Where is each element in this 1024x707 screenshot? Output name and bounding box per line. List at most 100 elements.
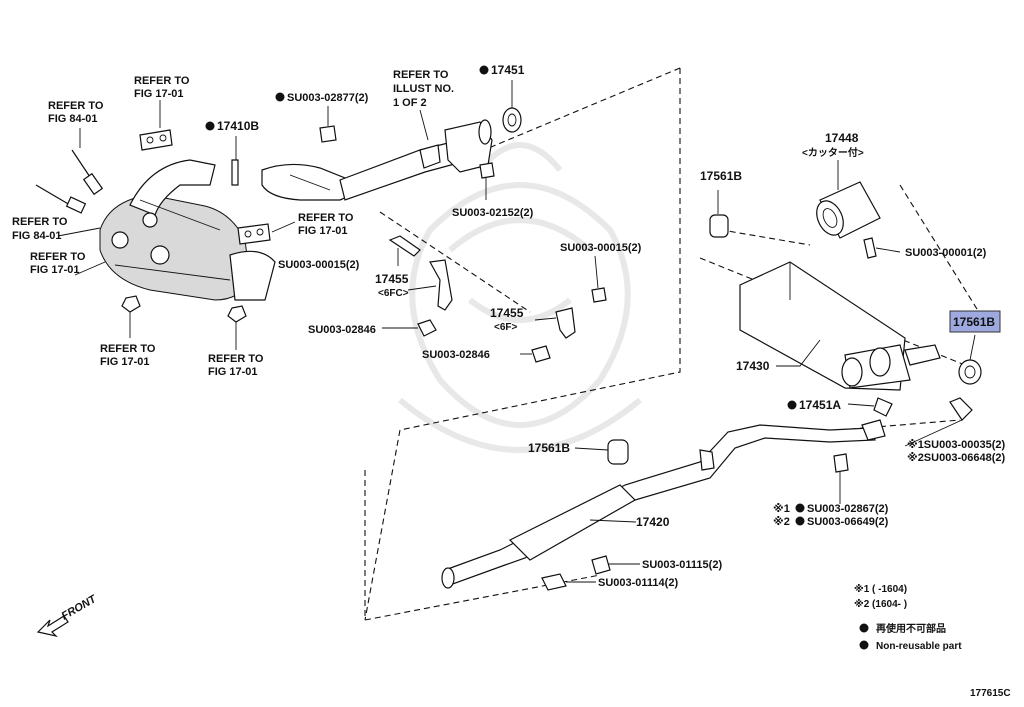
part-number-17455-6f: 17455 [490,306,524,320]
svg-text:REFER TO: REFER TO [12,216,68,228]
refer-fig17-bottom-left-label: REFER TO FIG 17-01 [100,343,156,368]
svg-text:REFER TO: REFER TO [393,69,449,81]
oxygen-sensor-lower [35,184,87,214]
part-number-su003-00015-a: SU003-00015(2) [278,259,360,271]
nut-su003-02877 [319,125,337,143]
legend-range-1: ※1 ( -1604) [854,583,907,595]
bolt-su003-02846-a [417,319,437,337]
hanger-17561B-lower [607,439,629,465]
part-number-su003-01115: SU003-01115(2) [642,559,722,571]
part-number-su003-02152: SU003-02152(2) [452,207,534,219]
legend-range-2: ※2 (1604- ) [854,598,907,610]
refer-fig17-bottom-right-label: REFER TO FIG 17-01 [208,353,264,378]
exhaust-manifold [99,159,276,301]
svg-text:FIG 84-01: FIG 84-01 [48,113,98,125]
front-exhaust-pipe-with-converter [261,119,493,201]
part-number-17451A: 17451A [799,398,841,412]
nut-su003-02867 [833,453,849,473]
svg-text:REFER TO: REFER TO [48,100,104,112]
bracket-17455-6f [555,307,576,339]
part-number-17420: 17420 [636,515,670,529]
part-number-17561B-highlighted: 17561B [953,315,995,329]
bolt-su003-00015-a [388,235,421,257]
part-number-su003-02846-b: SU003-02846 [422,349,490,361]
part-variant-6f: <6F> [494,322,518,333]
part-number-su003-06648: ※2SU003-06648(2) [907,452,1005,464]
refer-fig17-right-label: REFER TO FIG 17-01 [298,212,354,237]
svg-text:REFER TO: REFER TO [100,343,156,355]
svg-text:ILLUST NO.: ILLUST NO. [393,83,454,95]
part-number-su003-01114: SU003-01114(2) [598,577,678,589]
bolt-su003-00001 [863,237,877,259]
front-direction-arrow: FRONT [36,593,100,638]
main-muffler-17430 [739,261,941,391]
part-number-su003-00001: SU003-00001(2) [905,247,987,259]
nonreusable-dot-17451 [479,65,489,75]
refer-illust-label: REFER TO ILLUST NO. 1 OF 2 [393,69,454,109]
bolt-su003-02846-b [531,345,551,363]
tailpipe-cutter-17448 [816,181,881,239]
part-number-17451: 17451 [491,63,525,77]
note-mark-1: ※1 [773,503,790,515]
part-number-su003-00035: ※1SU003-00035(2) [907,439,1005,451]
part-number-su003-00015-b: SU003-00015(2) [560,242,642,254]
bolt-su003-00035 [949,397,973,421]
refer-fig17-left-label: REFER TO FIG 17-01 [30,251,86,276]
part-number-17430: 17430 [736,359,770,373]
part-number-17561B-upper: 17561B [700,169,742,183]
svg-text:FIG 17-01: FIG 17-01 [100,356,150,368]
svg-text:REFER TO: REFER TO [134,75,190,87]
highlight-box-17561B [949,310,1001,333]
part-variant-cutter: <カッター付> [802,146,864,159]
center-exhaust-pipe-17420 [441,419,886,589]
svg-text:FIG 17-01: FIG 17-01 [30,264,80,276]
svg-text:FIG 84-01: FIG 84-01 [12,230,62,242]
part-number-17561B-lower: 17561B [528,441,570,455]
part-variant-6fc: <6FC> [378,288,409,299]
nonreusable-dot-17451A [787,400,797,410]
refer-fig84-lower-label: REFER TO FIG 84-01 [12,216,68,242]
nonreusable-dot-06649 [795,516,805,526]
part-number-su003-02877: SU003-02877(2) [287,92,369,104]
gasket-17451A [873,397,893,417]
svg-text:REFER TO: REFER TO [30,251,86,263]
legend-nonreusable-en: Non-reusable part [876,641,962,652]
oxygen-sensor-upper [71,149,104,196]
part-number-17410B: 17410B [217,119,259,133]
manifold-nut-right [227,305,247,323]
refer-fig84-upper-label: REFER TO FIG 84-01 [48,100,104,125]
part-number-17455-6fc: 17455 [375,272,409,286]
manifold-gasket-right [237,223,271,245]
bracket-17455-6fc [429,259,453,311]
svg-text:FRONT: FRONT [60,593,100,623]
leader-lines [57,80,976,583]
svg-text:REFER TO: REFER TO [298,212,354,224]
svg-text:FIG 17-01: FIG 17-01 [208,366,258,378]
note-mark-2: ※2 [773,516,790,528]
manifold-gasket-upper [139,129,173,151]
hanger-17561B-upper [709,214,729,238]
part-number-su003-02867: SU003-02867(2) [807,503,889,515]
bolt-su003-01115 [591,555,611,575]
part-number-su003-02846-a: SU003-02846 [308,324,376,336]
figure-id: 177615C [970,688,1011,699]
part-number-su003-06649: SU003-06649(2) [807,516,889,528]
gasket-17410B [231,159,239,186]
nonreusable-dot-02867 [795,503,805,513]
nonreusable-dot-02877 [275,92,285,102]
svg-text:FIG 17-01: FIG 17-01 [134,88,184,100]
svg-text:1 OF 2: 1 OF 2 [393,97,427,109]
refer-fig17-top-label: REFER TO FIG 17-01 [134,75,190,100]
bolt-su003-00015-b [591,287,607,303]
legend-dot-en [859,640,869,650]
nonreusable-dot-17410B [205,121,215,131]
legend-nonreusable-jp: 再使用不可部品 [876,622,946,635]
svg-text:FIG 17-01: FIG 17-01 [298,225,348,237]
gasket-ring-17451 [502,107,522,133]
part-number-17448: 17448 [825,131,859,145]
legend: ※1 ( -1604) ※2 (1604- ) 再使用不可部品 Non-reus… [854,583,962,652]
manifold-nut-left [121,295,141,313]
legend-dot-jp [859,623,869,633]
bolt-su003-01114 [541,573,567,591]
